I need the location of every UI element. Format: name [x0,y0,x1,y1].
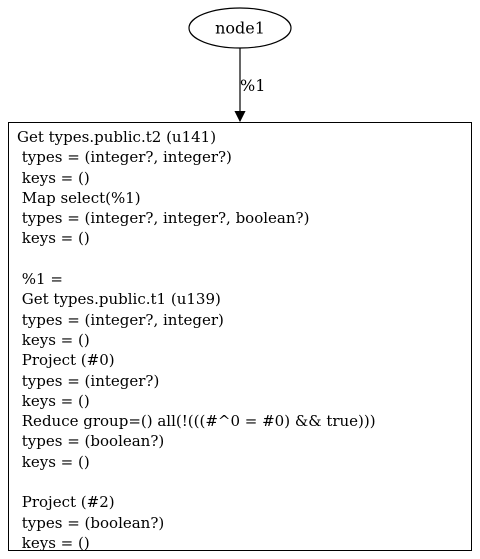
edge-label: %1 [240,76,265,95]
node-text-line: types = (integer?, integer) [17,310,224,329]
source-node-label: node1 [215,19,265,38]
node-text-line: types = (integer?, integer?) [17,148,232,167]
node-text-line: Map select(%1) [17,188,141,207]
node-text-line: keys = () [17,330,90,349]
node-blank-line [17,249,376,269]
node-text-line: keys = () [17,168,90,187]
node-text-line: types = (integer?, integer?, boolean?) [17,209,310,228]
node-text-line: Reduce group=() all(!(((#^0 = #0) && tru… [17,412,376,431]
node-text-line: types = (boolean?) [17,513,165,532]
node-blank-line [17,472,376,492]
node-text-line: Get types.public.t1 (u139) [17,290,221,309]
node-text-line: keys = () [17,229,90,248]
node-text-line: Project (#0) [17,351,115,370]
node-text-line: Project (#2) [17,493,115,512]
node-text-line: types = (boolean?) [17,432,165,451]
node-text-line: keys = () [17,452,90,471]
target-node-box[interactable]: Get types.public.t2 (u141) types = (inte… [8,122,472,553]
node-text-line: keys = () [17,391,90,410]
node-text-line: types = (integer?) [17,371,160,390]
node-text-line: keys = () [17,533,90,552]
target-node-content: Get types.public.t2 (u141) types = (inte… [17,127,376,553]
node-text-line: Get types.public.t2 (u141) [17,128,217,146]
node-text-line: %1 = [17,270,63,289]
